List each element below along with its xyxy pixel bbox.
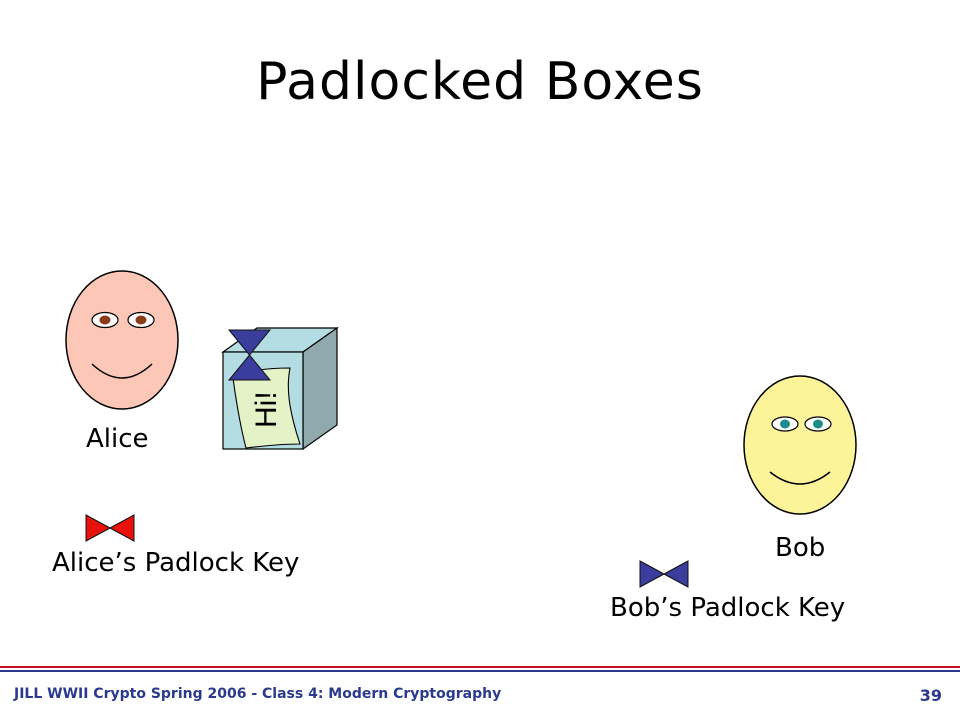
alice-left-eye bbox=[91, 311, 119, 329]
message-text: Hi! bbox=[250, 391, 283, 428]
alice-key-label: Alice’s Padlock Key bbox=[52, 548, 300, 578]
slide-title: Padlocked Boxes bbox=[256, 52, 704, 112]
alice-key-icon bbox=[85, 514, 135, 542]
alice-padlock-on-box bbox=[227, 329, 272, 381]
bob-right-eye bbox=[804, 416, 832, 432]
alice-face bbox=[65, 270, 179, 410]
page-number: 39 bbox=[919, 686, 942, 705]
footer-course: JILL WWII Crypto Spring 2006 - Class 4: … bbox=[14, 686, 502, 702]
bob-face bbox=[743, 375, 857, 515]
bob-key-icon bbox=[639, 560, 689, 588]
alice-smile bbox=[91, 363, 153, 379]
alice-right-eye bbox=[127, 311, 155, 329]
bob-name-label: Bob bbox=[775, 533, 826, 563]
alice-name-label: Alice bbox=[86, 424, 149, 454]
bob-left-eye bbox=[771, 416, 799, 432]
padlocked-box: Hi! bbox=[221, 326, 339, 451]
bob-smile bbox=[769, 471, 831, 485]
message-note: Hi! bbox=[232, 367, 301, 449]
bob-key-label: Bob’s Padlock Key bbox=[610, 593, 846, 623]
